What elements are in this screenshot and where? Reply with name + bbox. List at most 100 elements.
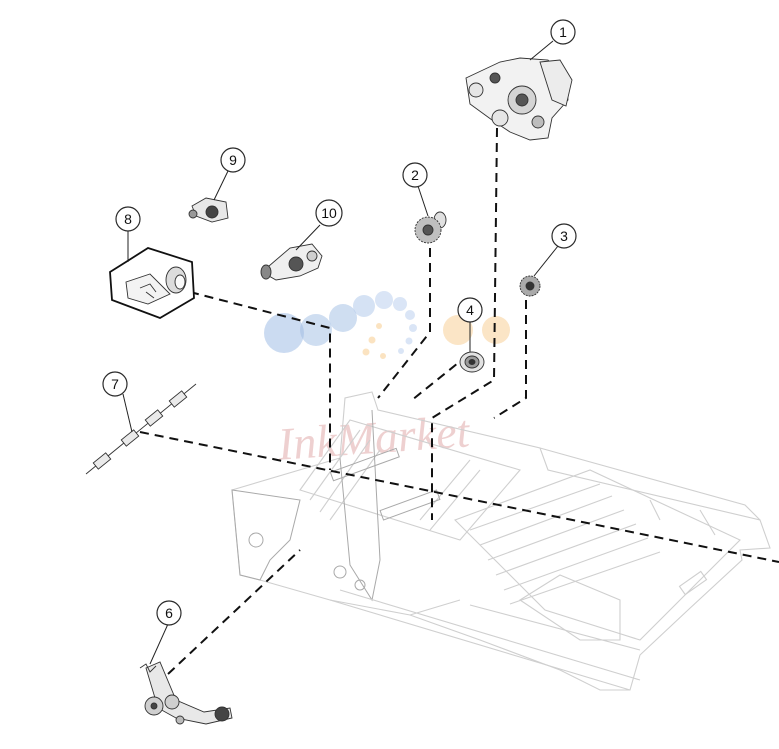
part-10-roller-assembly	[260, 243, 323, 281]
part-3-gear	[519, 275, 541, 297]
gear-4-hub	[468, 359, 476, 365]
assembly-lines	[139, 127, 779, 675]
callout-1-label: 1	[559, 24, 567, 40]
part-6-gear-train	[139, 661, 233, 725]
dash-line-8	[189, 291, 331, 470]
leader-10	[295, 224, 321, 251]
watermark-dot	[353, 295, 375, 317]
callout-3-label: 3	[560, 228, 568, 244]
callout-6-circle	[156, 600, 182, 626]
gear-train-gear-c	[214, 706, 230, 722]
dash-line-2	[377, 248, 431, 399]
gear-train-gear-d	[175, 715, 185, 725]
callout-2: 2	[402, 162, 428, 188]
base-frame-assembly	[231, 391, 771, 691]
drive-motor	[539, 59, 573, 107]
dash-line-4	[411, 354, 469, 401]
roller-asm-gear	[288, 256, 304, 272]
roller-a	[92, 452, 112, 470]
watermark-dot	[398, 348, 404, 354]
watermark-dot	[376, 323, 382, 329]
roller-d	[168, 390, 188, 408]
roller-asm-end	[260, 264, 272, 280]
part-2-gear	[414, 211, 447, 244]
callout-3: 3	[551, 223, 577, 249]
leader-9	[213, 170, 229, 201]
watermark-dot	[300, 314, 332, 346]
frame-bottom-rail	[329, 589, 641, 691]
drive-gear-small-a	[491, 109, 509, 127]
watermark-dot	[405, 337, 413, 345]
drive-gear-inner	[515, 93, 529, 107]
callout-9-label: 9	[229, 152, 237, 168]
watermark-dot	[375, 291, 393, 309]
dash-line-6	[167, 549, 301, 675]
frame-gear-left	[248, 532, 264, 548]
callout-1: 1	[550, 19, 576, 45]
callout-8-label: 8	[124, 211, 132, 227]
roller-b	[120, 429, 140, 447]
dash-line-1	[431, 127, 498, 520]
leader-2	[417, 185, 429, 217]
callout-2-circle	[402, 162, 428, 188]
frame-tray-ribs	[469, 483, 661, 605]
callout-1-circle	[550, 19, 576, 45]
gear-train-arm	[145, 661, 233, 725]
callout-10-label: 10	[321, 205, 337, 221]
pick-pad	[125, 273, 171, 305]
callout-3-circle	[551, 223, 577, 249]
watermark-dot	[409, 324, 417, 332]
gear-train-gear-b	[164, 694, 180, 710]
watermark-dot	[264, 313, 304, 353]
callout-7: 7	[102, 371, 128, 397]
callout-4-label: 4	[466, 302, 474, 318]
frame-right-edge	[539, 447, 761, 536]
watermark-dot	[443, 315, 473, 345]
leader-7	[122, 393, 133, 433]
pick-pad-detail	[139, 283, 157, 299]
watermark-dot	[329, 304, 357, 332]
watermark-dot	[393, 297, 407, 311]
frame-tray	[454, 469, 741, 641]
leader-1	[529, 40, 554, 61]
frame-outline	[231, 391, 771, 691]
part-9-clutch	[188, 197, 229, 223]
frame-tray-pocket	[518, 574, 621, 641]
frame-roller-b	[329, 447, 400, 482]
watermark-dot	[368, 336, 376, 344]
callout-2-label: 2	[411, 167, 419, 183]
gear-train-gear-a-hub	[150, 702, 158, 710]
dash-line-3	[493, 300, 527, 419]
callout-10: 10	[315, 199, 343, 227]
gear-2-hub	[422, 224, 434, 236]
roller-c	[144, 409, 164, 427]
callout-9: 9	[220, 147, 246, 173]
callout-leaders	[122, 40, 559, 665]
leader-6	[149, 623, 169, 665]
callout-6-label: 6	[165, 605, 173, 621]
frame-roller-a	[379, 489, 441, 521]
callout-8-circle	[115, 206, 141, 232]
callout-7-circle	[102, 371, 128, 397]
clutch-dark	[205, 205, 219, 219]
frame-gear-mid	[354, 579, 366, 591]
callout-6: 6	[156, 600, 182, 626]
part-8-pick-roller	[109, 247, 195, 319]
callout-9-circle	[220, 147, 246, 173]
clutch-end	[188, 209, 198, 219]
part-4-gear	[459, 351, 485, 373]
gear-3-hub	[525, 281, 535, 291]
pick-roller-hub	[174, 274, 186, 290]
callout-4: 4	[457, 297, 483, 323]
frame-gear-left-2	[333, 565, 347, 579]
drive-gear-small-b	[468, 82, 484, 98]
dash-line-7	[139, 431, 779, 563]
part-7-roller-shaft	[85, 383, 197, 475]
gear-train-spring	[139, 663, 157, 673]
watermark-dot	[482, 316, 510, 344]
callout-8: 8	[115, 206, 141, 232]
frame-bracket	[678, 570, 708, 596]
drive-gear-small-d	[531, 115, 545, 129]
watermark-dot	[362, 348, 370, 356]
